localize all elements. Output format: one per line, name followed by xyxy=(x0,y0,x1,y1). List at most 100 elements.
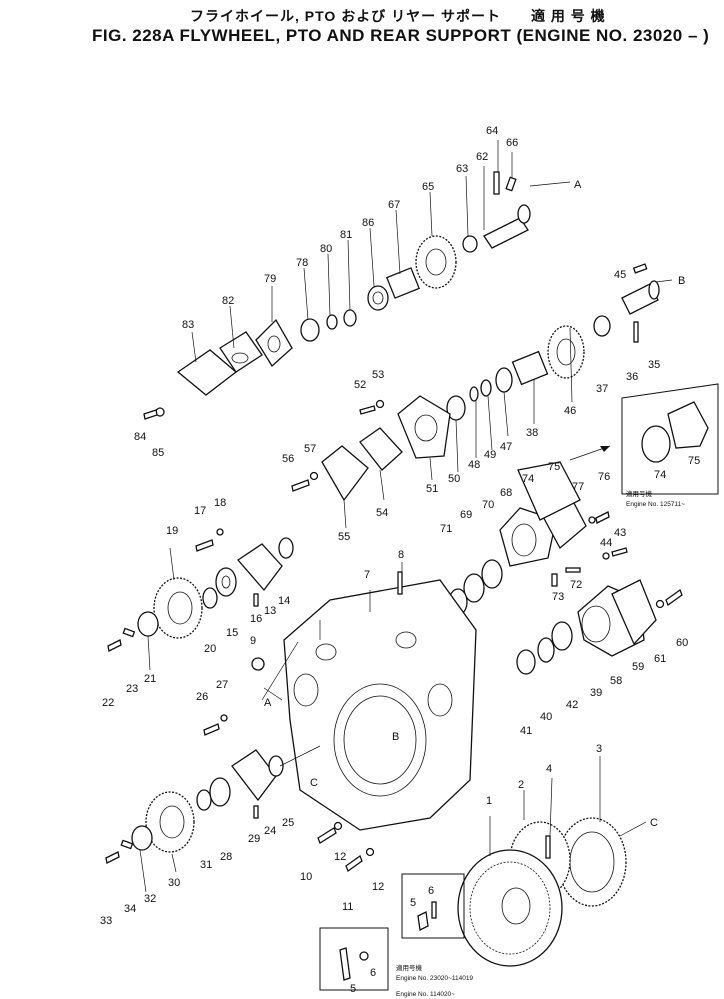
bearing-69 xyxy=(463,573,485,603)
pin-16 xyxy=(253,593,259,607)
left-gear-assemblies xyxy=(105,528,294,864)
callout-16: 16 xyxy=(250,613,262,625)
cover-55 xyxy=(321,445,369,502)
ref-letter-a-top: A xyxy=(574,179,582,191)
note-box-left-jp: 適用号機 xyxy=(396,963,423,972)
bolt-8 xyxy=(397,571,403,595)
pin-73 xyxy=(551,573,558,587)
applicability-notes: 適用号機 Engine No. 125711~ 適用号機 Engine No. … xyxy=(396,489,685,998)
ref-letter-c-flywheel: C xyxy=(650,817,658,829)
callout-75: 75 xyxy=(548,461,560,473)
callout-81: 81 xyxy=(340,229,352,241)
callout-41: 41 xyxy=(520,725,532,737)
callout-4: 4 xyxy=(546,763,552,775)
ref-letter-b-housing: B xyxy=(392,731,399,743)
callout-29: 29 xyxy=(248,833,260,845)
callout-15: 15 xyxy=(226,627,238,639)
bushing-31 xyxy=(196,789,212,811)
plate-79 xyxy=(255,318,293,368)
bolt-43 xyxy=(611,547,628,557)
o-ring-42 xyxy=(551,621,573,651)
callout-36: 36 xyxy=(626,371,638,383)
callout-40: 40 xyxy=(540,711,552,723)
bolt-10 xyxy=(317,827,337,844)
callout-27: 27 xyxy=(216,679,228,691)
callout-58: 58 xyxy=(610,675,622,687)
ref-letter-b-top: B xyxy=(678,275,685,287)
bolt-84 xyxy=(143,409,158,420)
o-ring-70 xyxy=(481,559,503,589)
callout-7: 7 xyxy=(364,569,370,581)
callout-19: 19 xyxy=(166,525,178,537)
callout-8: 8 xyxy=(398,549,404,561)
bolt-17 xyxy=(195,539,214,552)
callout-34: 34 xyxy=(124,903,136,915)
bearing-47 xyxy=(495,367,513,393)
callout-35: 35 xyxy=(648,359,660,371)
gasket-59 xyxy=(611,579,657,646)
callout-45: 45 xyxy=(614,269,626,281)
note-inset-jp: 適用号機 xyxy=(626,489,653,498)
nut-80 xyxy=(326,314,338,330)
gear-30 xyxy=(145,791,195,853)
cover-21 xyxy=(137,611,159,637)
callout-74: 74 xyxy=(522,473,534,485)
callout-65: 65 xyxy=(422,181,434,193)
plate-75-inset xyxy=(667,401,709,449)
callout-30: 30 xyxy=(168,877,180,889)
washer-57 xyxy=(309,471,319,481)
washer-53 xyxy=(375,399,385,409)
snap-ring-48 xyxy=(469,386,479,402)
pin-72 xyxy=(565,567,581,573)
callout-66: 66 xyxy=(506,137,518,149)
spacer-38 xyxy=(511,350,549,386)
callout-32: 32 xyxy=(144,893,156,905)
callout-1: 1 xyxy=(486,795,492,807)
callout-74-inset: 74 xyxy=(654,469,666,481)
callout-43: 43 xyxy=(614,527,626,539)
callout-68: 68 xyxy=(500,487,512,499)
callout-25: 25 xyxy=(282,817,294,829)
ref-letter-c-housing: C xyxy=(310,777,318,789)
callout-54: 54 xyxy=(376,507,388,519)
bolt-22 xyxy=(107,639,122,652)
callout-17: 17 xyxy=(194,505,206,517)
washer-12a xyxy=(333,821,343,831)
plate-24 xyxy=(231,749,277,802)
callout-63: 63 xyxy=(456,163,468,175)
note-box-left-en: Engine No. 23020~114019 xyxy=(396,975,473,982)
middle-right-housing-assembly xyxy=(448,461,683,675)
lockplate-34 xyxy=(120,839,134,850)
inset-detail-74-75 xyxy=(569,383,719,495)
callout-73: 73 xyxy=(552,591,564,603)
gear-19 xyxy=(153,577,203,639)
callout-24: 24 xyxy=(264,825,276,837)
plug-9 xyxy=(251,657,265,671)
callout-9: 9 xyxy=(250,635,256,647)
snap-ring-41 xyxy=(516,649,536,675)
housing-68 xyxy=(517,461,581,521)
callout-53: 53 xyxy=(372,369,384,381)
callout-56: 56 xyxy=(282,453,294,465)
plate-74 xyxy=(499,507,557,567)
pin-36 xyxy=(633,321,639,343)
spacer-67 xyxy=(385,267,421,299)
callout-72: 72 xyxy=(570,579,582,591)
callout-3: 3 xyxy=(596,743,602,755)
callout-61: 61 xyxy=(654,653,666,665)
callout-5-box-right: 5 xyxy=(350,983,356,995)
callout-47: 47 xyxy=(500,441,512,453)
note-box-right-en: Engine No. 114020~ xyxy=(396,991,455,998)
callout-12a: 12 xyxy=(334,851,346,863)
pin-29 xyxy=(253,805,259,819)
callout-44: 44 xyxy=(600,537,612,549)
washer-27 xyxy=(220,714,228,722)
pin-64 xyxy=(493,171,500,195)
callout-62: 62 xyxy=(476,151,488,163)
washer-18 xyxy=(216,528,224,536)
callout-22: 22 xyxy=(102,697,114,709)
o-ring-25 xyxy=(268,755,284,777)
callout-51: 51 xyxy=(426,483,438,495)
callout-75-inset: 75 xyxy=(688,455,700,467)
